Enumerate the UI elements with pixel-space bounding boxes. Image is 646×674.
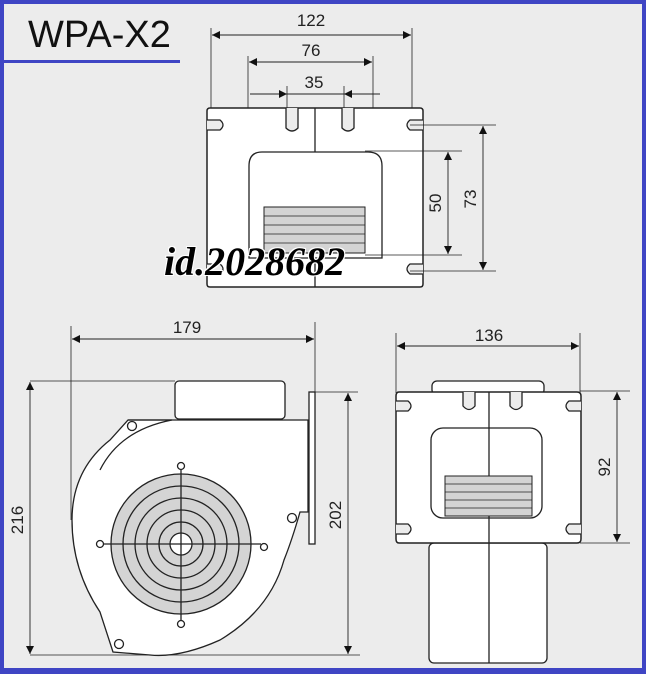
dim-front-136: 136 [475,326,503,345]
dim-side-202: 202 [326,501,345,529]
dim-top-122: 122 [297,11,325,30]
dim-side-179: 179 [173,318,201,337]
model-title: WPA-X2 [28,14,171,56]
front-view [395,333,630,664]
drawing-frame: WPA-X2 [4,4,642,668]
top-view [206,28,496,288]
dim-side-216: 216 [8,506,27,534]
dim-front-92: 92 [595,458,614,477]
watermark-text: id.2028682 [164,239,346,284]
side-view [26,322,360,657]
dim-top-50: 50 [426,194,445,213]
title-underline [4,60,180,63]
dim-top-76: 76 [302,41,321,60]
technical-drawing: 122 76 35 50 73 [8,11,630,664]
dim-top-73: 73 [461,190,480,209]
dim-top-35: 35 [305,73,324,92]
